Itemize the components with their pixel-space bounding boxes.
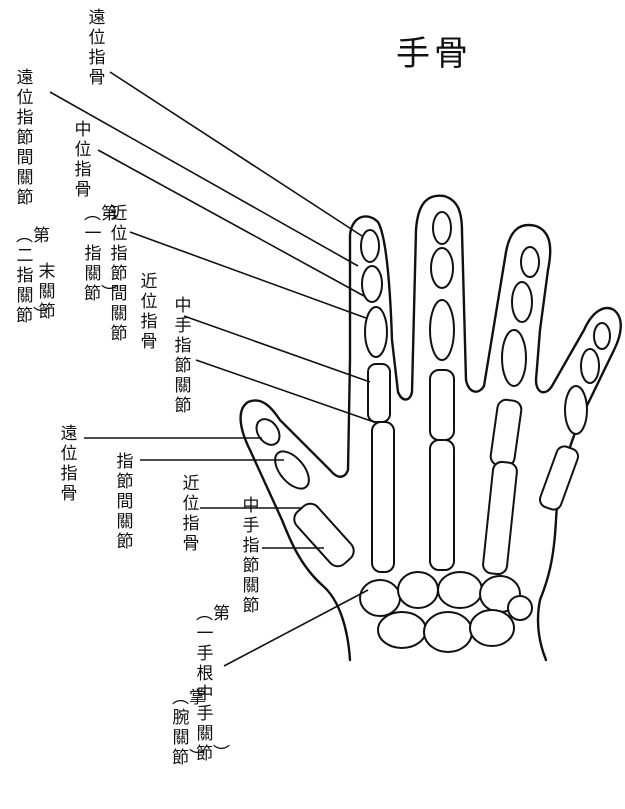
carpal-bones bbox=[360, 572, 532, 652]
thumb-bones bbox=[252, 415, 358, 571]
ring-finger-bones bbox=[490, 247, 539, 467]
little-finger-bones bbox=[538, 323, 610, 512]
middle-finger-bones bbox=[430, 212, 454, 440]
leader-lines bbox=[50, 72, 374, 666]
